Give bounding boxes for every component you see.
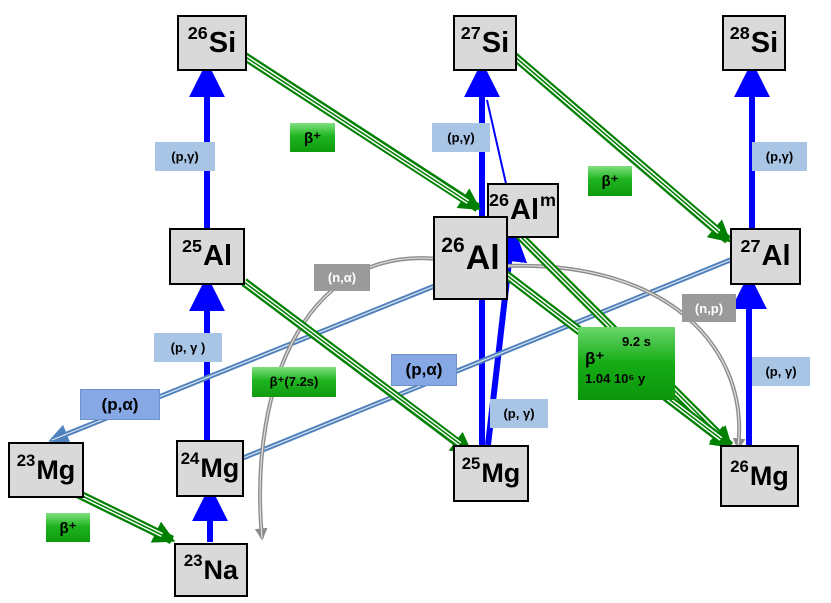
label-pg-mg24-al25: (p, γ ): [154, 333, 222, 362]
label-pg-mg25-si27: (p,γ): [432, 123, 490, 152]
label-pg-al27-si28: (p,γ): [752, 142, 807, 171]
al26m-suffix: m: [540, 190, 556, 211]
al25-element: Al: [203, 240, 232, 272]
label-n-alpha: (n,α): [314, 264, 370, 291]
mg26-mass: 26: [730, 456, 749, 476]
label-beta-al25: β⁺(7.2s): [252, 367, 336, 397]
mg25-mass: 25: [461, 454, 481, 474]
label-pg-mg25-al26m: (p, γ): [490, 399, 548, 428]
al27-mass: 27: [740, 236, 761, 257]
label-beta-si27: β⁺: [588, 166, 632, 196]
label-pa-al26-mg23: (p,α): [80, 389, 160, 420]
mg24-element: Mg: [200, 453, 240, 483]
si27-mass: 27: [460, 22, 481, 43]
mg24-mass: 24: [180, 449, 200, 469]
label-beta-si26: β⁺: [290, 123, 335, 152]
al26-element: Al: [465, 238, 500, 277]
si26-mass: 26: [187, 22, 208, 43]
si28-element: Si: [750, 26, 779, 59]
label-pg-al25-si26: (p,γ): [155, 142, 215, 171]
al25-mass: 25: [182, 236, 202, 257]
label-pg-mg26-al27: (p, γ): [752, 357, 810, 386]
mg23-element: Mg: [36, 454, 76, 485]
halflife-isomer: 9.2 s: [622, 334, 651, 349]
na23-element: Na: [203, 554, 239, 585]
na23-mass: 23: [183, 550, 203, 570]
si26-element: Si: [208, 26, 237, 59]
al26m-element: Al: [510, 194, 539, 226]
label-n-p: (n,p): [682, 294, 736, 322]
si28-mass: 28: [729, 22, 750, 43]
si27-element: Si: [481, 26, 510, 59]
al26-decay-info: 9.2 s β⁺ 1.04 10⁶ y: [578, 327, 675, 400]
al27-element: Al: [761, 240, 791, 272]
mg25-element: Mg: [481, 458, 521, 488]
halflife-ground: 1.04 10⁶ y: [585, 371, 646, 386]
mg26-element: Mg: [749, 460, 789, 491]
label-pa-al27-mg24: (p,α): [391, 354, 457, 386]
al26-mass: 26: [441, 234, 465, 258]
decay-beta-label: β⁺: [585, 349, 605, 368]
label-beta-mg23: β⁺: [46, 513, 90, 542]
al26m-mass: 26: [489, 190, 509, 211]
arrow-si27-al26m-thin: [486, 99, 508, 189]
mg23-mass: 23: [16, 450, 36, 470]
